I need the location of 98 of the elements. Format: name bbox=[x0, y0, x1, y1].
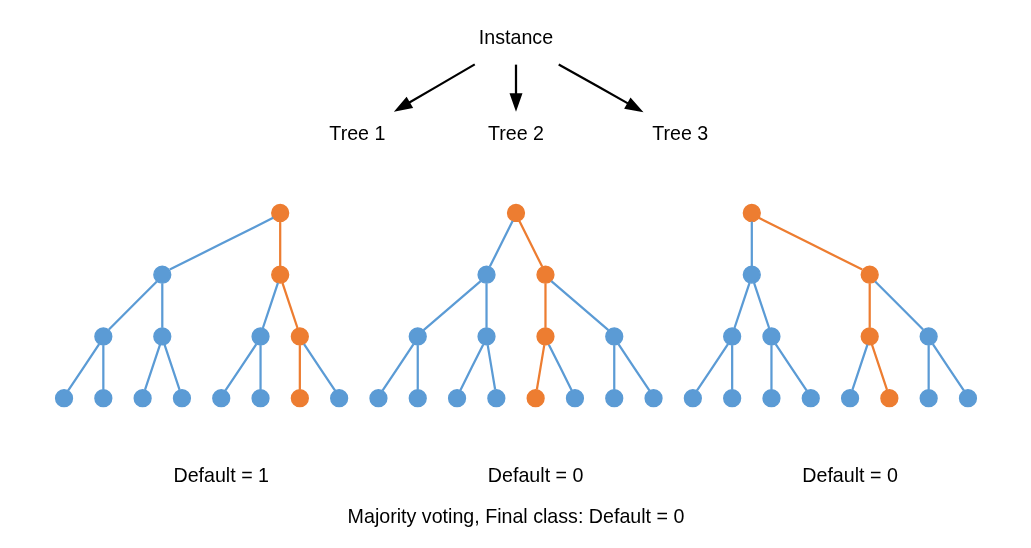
node-circle bbox=[643, 389, 663, 408]
connector bbox=[223, 343, 257, 392]
label: Default = 0 bbox=[801, 464, 898, 487]
connector bbox=[258, 345, 262, 390]
node-circle bbox=[486, 389, 505, 408]
connector bbox=[547, 344, 573, 391]
node-circle bbox=[722, 389, 741, 408]
node-circle bbox=[476, 327, 496, 346]
node-circle bbox=[408, 389, 427, 408]
connector bbox=[769, 345, 773, 390]
node-circle bbox=[860, 327, 879, 346]
connector bbox=[107, 280, 158, 331]
node-circle bbox=[742, 265, 761, 284]
node-circle bbox=[172, 389, 191, 408]
connector bbox=[168, 216, 274, 271]
node-circle bbox=[270, 203, 289, 223]
node-circle bbox=[919, 389, 938, 408]
arrow bbox=[557, 63, 643, 113]
connector bbox=[143, 344, 161, 391]
arrow bbox=[509, 64, 522, 112]
node-circle bbox=[250, 389, 270, 408]
connector bbox=[416, 345, 419, 390]
connector bbox=[774, 343, 808, 392]
connector bbox=[261, 282, 279, 329]
node-circle bbox=[919, 327, 938, 346]
connector bbox=[927, 345, 930, 390]
node-circle bbox=[250, 327, 270, 346]
node-circle bbox=[329, 389, 348, 408]
node-circle bbox=[840, 389, 859, 408]
connector bbox=[730, 345, 733, 390]
node-circle bbox=[270, 265, 289, 284]
connector bbox=[617, 343, 650, 392]
node-circle bbox=[476, 265, 496, 284]
connector bbox=[752, 282, 770, 329]
connector bbox=[381, 343, 414, 392]
label: Default = 1 bbox=[172, 464, 269, 487]
node-circle bbox=[742, 203, 761, 223]
node-text: Tree 1 bbox=[328, 121, 385, 144]
node-circle bbox=[801, 389, 820, 408]
node-circle bbox=[761, 327, 781, 346]
connector bbox=[160, 283, 163, 328]
connector bbox=[612, 345, 615, 390]
connector bbox=[757, 216, 863, 271]
node-circle bbox=[565, 389, 584, 408]
node-circle bbox=[290, 389, 309, 408]
node-circle bbox=[93, 389, 112, 408]
arrow bbox=[393, 63, 475, 112]
connector bbox=[870, 344, 888, 391]
node-circle bbox=[958, 389, 977, 408]
connector bbox=[543, 283, 547, 328]
connector bbox=[873, 280, 924, 331]
node-circle bbox=[133, 389, 152, 408]
connector bbox=[278, 221, 281, 266]
connector bbox=[66, 343, 100, 392]
connector bbox=[458, 344, 484, 391]
connector bbox=[535, 344, 545, 390]
node-text: Tree 2 bbox=[487, 121, 544, 144]
connector bbox=[850, 344, 868, 391]
node-text: Tree 3 bbox=[651, 121, 708, 144]
connector bbox=[302, 343, 336, 392]
node-circle bbox=[506, 203, 525, 223]
connector bbox=[422, 280, 481, 331]
connector bbox=[868, 283, 871, 328]
node-circle bbox=[152, 265, 171, 284]
connector bbox=[695, 343, 729, 392]
node-circle bbox=[152, 327, 171, 346]
node-circle bbox=[722, 327, 741, 346]
node-circle bbox=[860, 265, 879, 284]
node-circle bbox=[408, 327, 427, 346]
node-circle bbox=[368, 389, 388, 408]
node-circle bbox=[447, 389, 466, 408]
connector bbox=[931, 343, 965, 392]
caption: Majority voting, Final class: Default = 0 bbox=[347, 505, 684, 528]
node-circle bbox=[526, 389, 545, 408]
connector bbox=[486, 344, 496, 390]
connector bbox=[101, 345, 104, 390]
node-circle bbox=[211, 389, 230, 408]
connector bbox=[732, 282, 751, 329]
node-circle bbox=[93, 327, 112, 346]
node-circle bbox=[683, 389, 702, 408]
node-circle bbox=[604, 327, 623, 346]
connector bbox=[163, 344, 181, 391]
connector bbox=[750, 221, 753, 266]
connector bbox=[488, 220, 514, 268]
node-circle bbox=[604, 389, 623, 408]
node-circle bbox=[761, 389, 781, 408]
label: Default = 0 bbox=[487, 464, 583, 487]
connector bbox=[517, 220, 543, 268]
node-circle bbox=[290, 327, 309, 346]
node-circle bbox=[54, 389, 73, 408]
connector bbox=[298, 345, 301, 390]
node-circle bbox=[535, 265, 555, 284]
connector bbox=[484, 283, 488, 328]
node-circle bbox=[535, 327, 555, 346]
connector bbox=[550, 280, 609, 331]
connector bbox=[280, 282, 299, 329]
node-circle bbox=[879, 389, 898, 408]
node-text: Instance bbox=[478, 26, 553, 49]
